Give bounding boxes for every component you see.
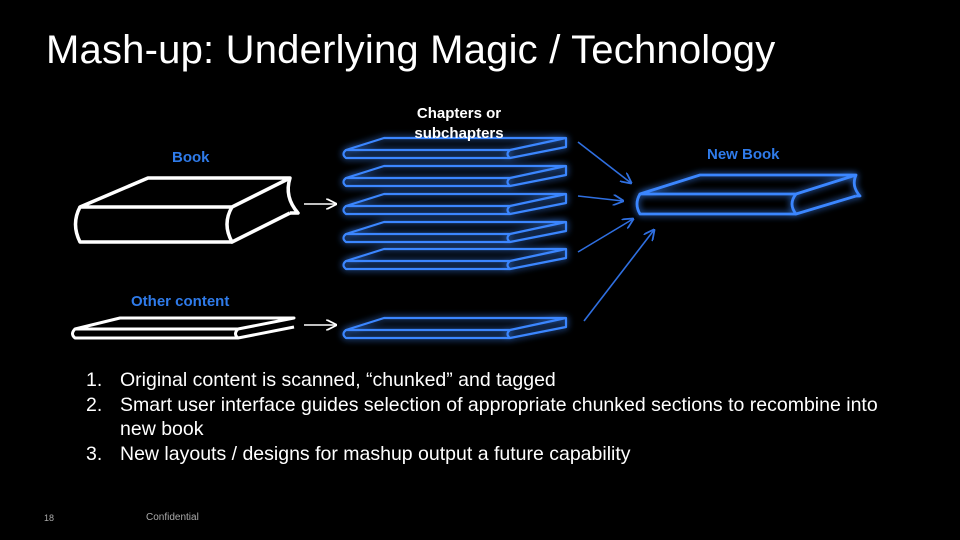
- chapter-icon: [342, 247, 568, 271]
- page-number: 18: [44, 513, 55, 523]
- chapters-label-line2: subchapters: [414, 125, 504, 142]
- chapter-icon: [342, 316, 568, 340]
- book-icon: [73, 176, 300, 244]
- steps-list: 1. Original content is scanned, “chunked…: [86, 368, 886, 466]
- list-item: 1. Original content is scanned, “chunked…: [86, 368, 886, 393]
- chapters-label-line1: Chapters or: [416, 105, 502, 122]
- list-item-number: 1.: [86, 369, 103, 391]
- other-content-icon: [71, 316, 296, 340]
- slide-title: Mash-up: Underlying Magic / Technology: [46, 28, 776, 72]
- list-item-text: New layouts / designs for mashup output …: [120, 442, 631, 465]
- arrow-icon: [583, 230, 654, 322]
- new-book-icon: [635, 173, 862, 216]
- chapter-stack: [342, 136, 568, 340]
- arrow-icon: [577, 141, 631, 183]
- list-item-text: Original content is scanned, “chunked” a…: [120, 369, 556, 391]
- chapter-icon: [342, 192, 568, 216]
- other-content-label: Other content: [131, 293, 230, 310]
- chapter-icon: [342, 220, 568, 244]
- list-item: 3. New layouts / designs for mashup outp…: [86, 442, 886, 467]
- chapter-icon: [342, 164, 568, 188]
- chapters-label: Chapters or subchapters: [396, 104, 522, 144]
- chapter-icon: [342, 136, 568, 160]
- new-book-label: New Book: [707, 146, 780, 163]
- arrow-icon: [577, 196, 623, 201]
- book-label: Book: [172, 149, 210, 166]
- list-item-number: 2.: [86, 393, 103, 416]
- list-item: 2. Smart user interface guides selection…: [86, 393, 886, 442]
- list-item-text: Smart user interface guides selection of…: [120, 393, 878, 441]
- arrow-icon: [577, 219, 633, 253]
- confidential-label: Confidential: [146, 512, 199, 523]
- list-item-number: 3.: [86, 442, 103, 465]
